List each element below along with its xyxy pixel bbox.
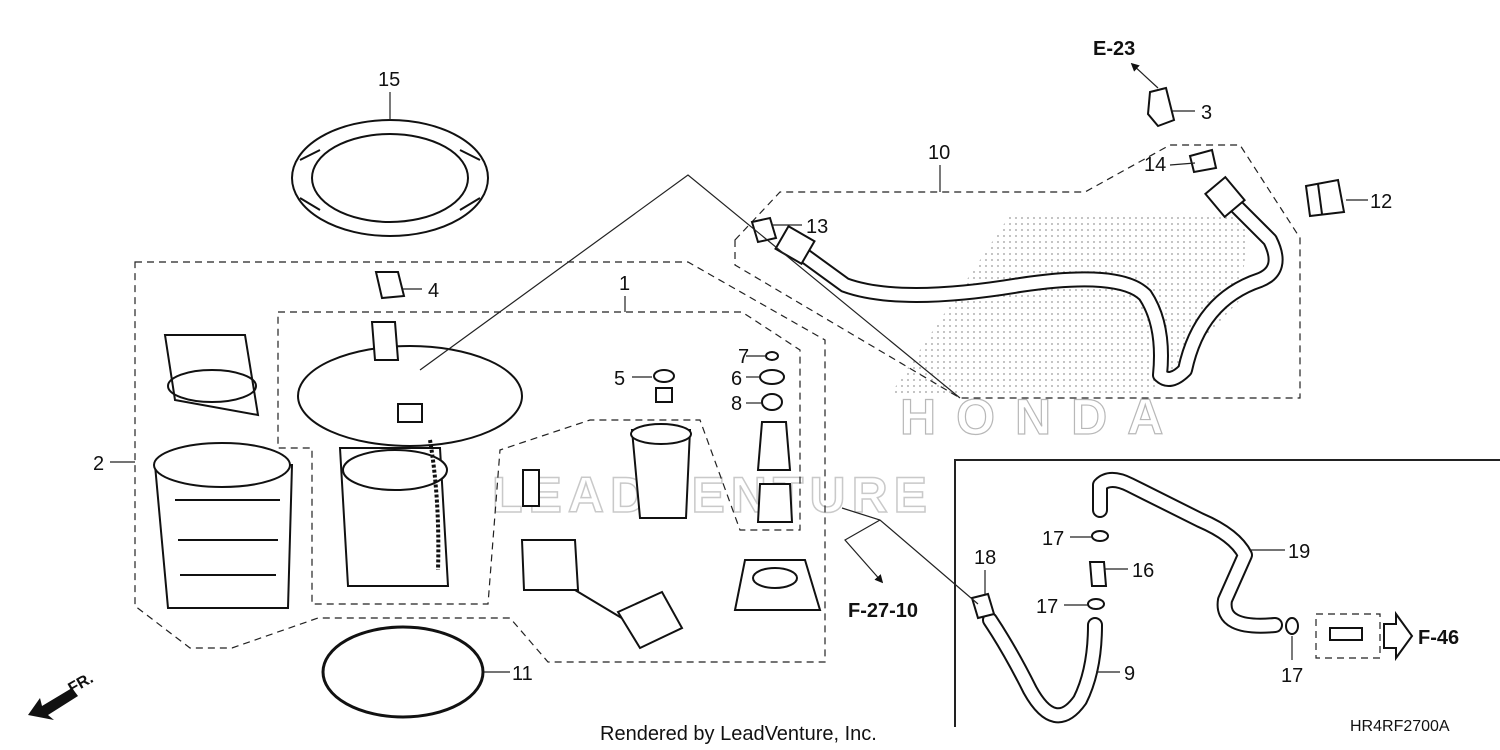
callout-4[interactable]: 4 xyxy=(428,280,439,302)
fuel-level-sender xyxy=(520,469,684,650)
washer-part-7 xyxy=(765,351,779,361)
callout-1[interactable]: 1 xyxy=(619,273,630,295)
f46-arrow xyxy=(1383,610,1414,662)
clip-part-17a xyxy=(1091,530,1109,542)
assembly-outline-10 xyxy=(734,144,1301,399)
callout-6[interactable]: 6 xyxy=(731,368,742,390)
callout-8[interactable]: 8 xyxy=(731,393,742,415)
clip-part-17c xyxy=(1285,617,1299,635)
seal-part-5 xyxy=(653,369,675,403)
o-ring-part-8 xyxy=(761,393,783,411)
ref-f-46[interactable]: F-46 xyxy=(1418,627,1459,649)
watermark-leadventure: LEADVENTURE xyxy=(492,467,933,523)
callout-19[interactable]: 19 xyxy=(1288,541,1310,563)
holder-part-2 xyxy=(153,334,294,609)
o-ring-part-6 xyxy=(759,369,785,385)
fuel-pump-assembly-part-1 xyxy=(297,321,523,587)
callout-10[interactable]: 10 xyxy=(928,142,950,164)
o-ring-part-11 xyxy=(321,625,485,719)
pump-motor xyxy=(630,423,692,519)
leader-lines xyxy=(110,62,1368,673)
callout-17b[interactable]: 17 xyxy=(1036,596,1058,618)
joint-part-4 xyxy=(374,271,406,300)
clamp-part-3 xyxy=(1146,86,1176,128)
callout-17c[interactable]: 17 xyxy=(1281,665,1303,687)
callout-3[interactable]: 3 xyxy=(1201,102,1212,124)
callout-7[interactable]: 7 xyxy=(738,346,749,368)
pump-cover xyxy=(733,559,822,611)
clip-part-13 xyxy=(750,216,778,244)
callout-13[interactable]: 13 xyxy=(806,216,828,238)
callout-5[interactable]: 5 xyxy=(614,368,625,390)
lock-ring-part-15 xyxy=(291,119,489,237)
f46-connector-box xyxy=(1315,613,1381,659)
clamp-part-18 xyxy=(970,592,996,620)
callout-11[interactable]: 11 xyxy=(512,663,533,685)
breather-hose-part-19 xyxy=(1092,472,1283,634)
pressure-regulator xyxy=(756,421,794,523)
inset-frame xyxy=(954,459,1500,727)
callout-2[interactable]: 2 xyxy=(93,453,104,475)
watermark-honda: HONDA xyxy=(900,389,1183,445)
callout-14[interactable]: 14 xyxy=(1144,154,1166,176)
callout-17a[interactable]: 17 xyxy=(1042,528,1064,550)
diagram-code: HR4RF2700A xyxy=(1350,718,1450,735)
assembly-outline-1 xyxy=(277,311,801,605)
joint-part-16 xyxy=(1088,561,1108,587)
breather-hose-part-9 xyxy=(982,612,1103,724)
connector-f46 xyxy=(1329,627,1363,641)
ref-f-27-10[interactable]: F-27-10 xyxy=(848,600,918,622)
fuel-feed-hose-part-10 xyxy=(774,175,1284,387)
clip-part-14 xyxy=(1188,148,1218,174)
clip-part-17b xyxy=(1087,598,1105,610)
front-arrow-icon xyxy=(28,688,78,720)
ref-e-23[interactable]: E-23 xyxy=(1093,38,1135,60)
callout-16[interactable]: 16 xyxy=(1132,560,1154,582)
callout-9[interactable]: 9 xyxy=(1124,663,1135,685)
callout-18[interactable]: 18 xyxy=(974,547,996,569)
callout-12[interactable]: 12 xyxy=(1370,191,1392,213)
callout-15[interactable]: 15 xyxy=(378,69,400,91)
footer-text: Rendered by LeadVenture, Inc. xyxy=(600,723,877,745)
grommet-part-12 xyxy=(1304,178,1346,218)
